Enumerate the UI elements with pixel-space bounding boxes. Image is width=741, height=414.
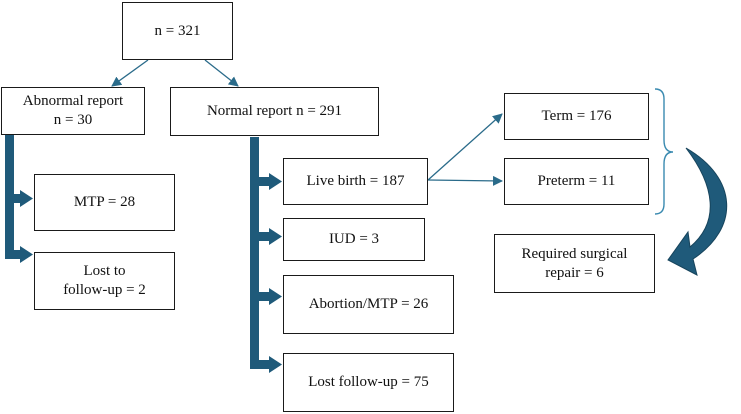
bracket-normal: [250, 137, 282, 373]
normal-report-box: Normal report n = 291: [170, 87, 379, 136]
curly-brace: [654, 88, 674, 215]
lost-abnormal-line2: follow-up = 2: [63, 282, 146, 298]
arrow-live-to-preterm: [427, 175, 503, 186]
abnormal-label-line1: Abnormal report: [22, 93, 124, 110]
live-birth-box: Live birth = 187: [283, 158, 428, 205]
lost-followup-box: Lost follow-up = 75: [283, 353, 454, 412]
surgical-line1: Required surgical: [521, 245, 628, 262]
arrow-root-to-abnormal: [111, 59, 149, 87]
iud-label: IUD = 3: [328, 231, 380, 248]
abnormal-label-line2: n = 30: [53, 112, 93, 128]
bracket-abnormal: [5, 133, 33, 263]
live-birth-label: Live birth = 187: [306, 173, 405, 190]
term-box: Term = 176: [504, 93, 649, 140]
mtp-box: MTP = 28: [34, 174, 175, 231]
arrow-live-to-term: [427, 113, 503, 181]
iud-box: IUD = 3: [283, 218, 425, 261]
root-box: n = 321: [122, 2, 233, 60]
preterm-box: Preterm = 11: [504, 158, 649, 205]
curved-arrow: [667, 147, 728, 276]
abnormal-report-box: Abnormal report n = 30: [1, 87, 145, 135]
mtp-label: MTP = 28: [73, 194, 136, 211]
lost-abnormal-line1: Lost to: [83, 263, 126, 280]
normal-label: Normal report n = 291: [206, 103, 343, 120]
lost-to-followup-box: Lost to follow-up = 2: [34, 252, 175, 310]
preterm-label: Preterm = 11: [537, 173, 616, 190]
abortion-mtp-box: Abortion/MTP = 26: [283, 275, 454, 334]
lost-normal-label: Lost follow-up = 75: [308, 374, 429, 391]
root-label: n = 321: [154, 22, 201, 39]
arrow-root-to-normal: [204, 59, 239, 87]
surgical-repair-box: Required surgical repair = 6: [494, 234, 655, 293]
surgical-line2: repair = 6: [545, 264, 604, 281]
abortion-label: Abortion/MTP = 26: [308, 296, 429, 313]
term-label: Term = 176: [541, 108, 612, 125]
